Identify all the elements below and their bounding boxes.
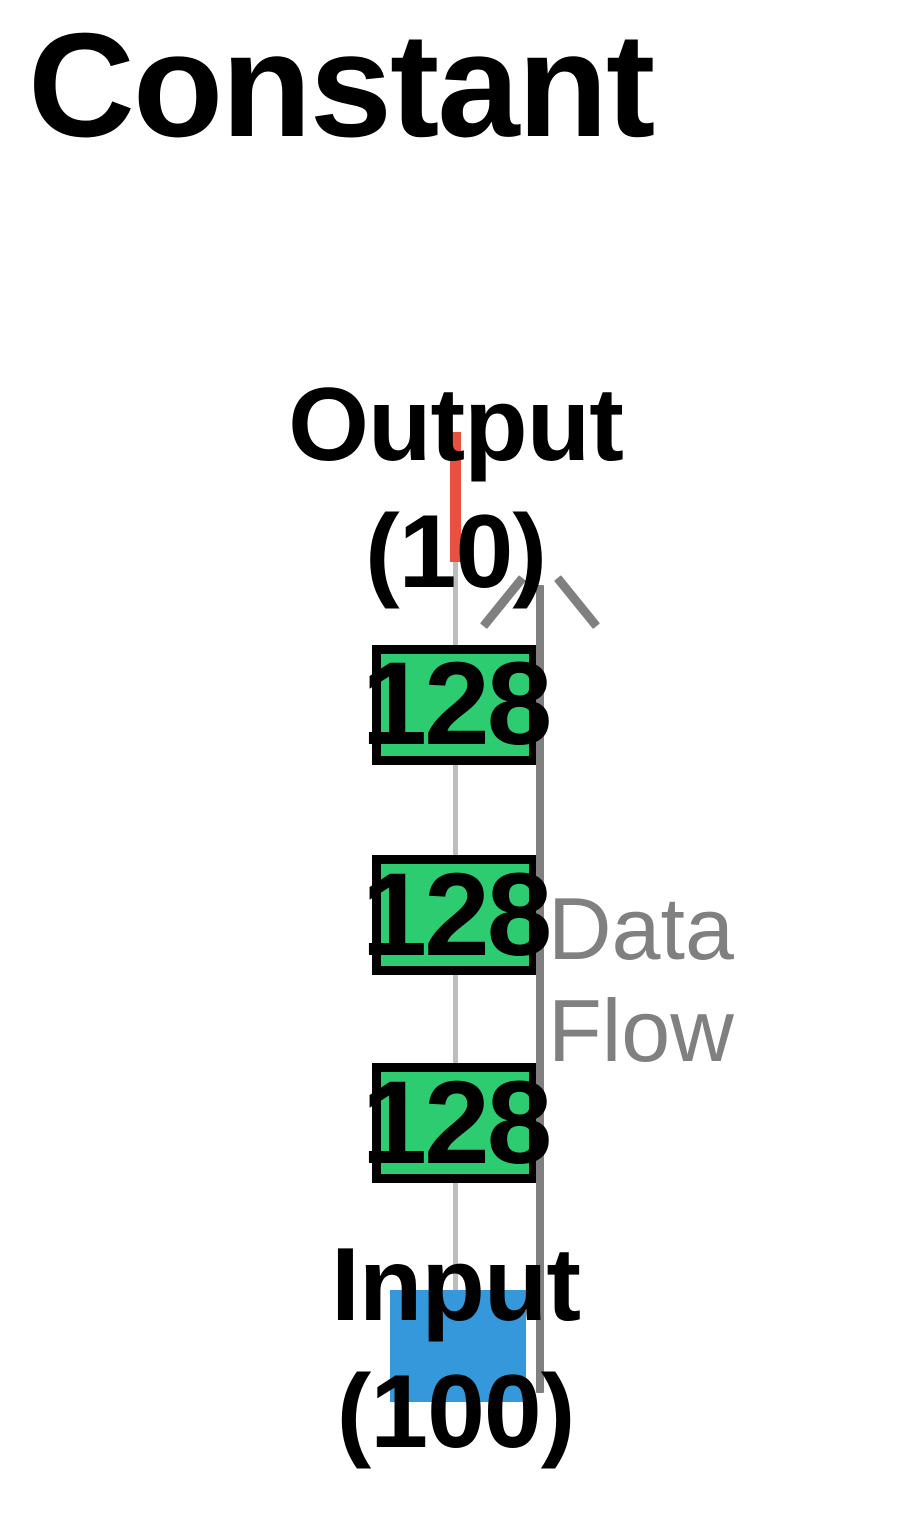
- page-title: Constant: [28, 3, 655, 168]
- hidden-layer-box-2: [372, 855, 538, 975]
- hidden-layer-size-label-1: 128: [361, 638, 553, 770]
- hidden-layer-size-label-2: 128: [361, 849, 553, 981]
- data-flow-caption: Data Flow: [548, 879, 734, 1081]
- data-flow-arrow-shaft: [536, 585, 544, 1393]
- hidden-layer-size-label-3: 128: [361, 1057, 553, 1189]
- hidden-layer-box-1: [372, 645, 538, 765]
- input-layer-box: [390, 1290, 526, 1402]
- hidden-layer-box-3: [372, 1063, 538, 1183]
- output-layer-label: Output (10): [288, 367, 624, 610]
- input-layer-label: Input (100): [330, 1227, 581, 1470]
- output-layer-marker: [450, 432, 461, 562]
